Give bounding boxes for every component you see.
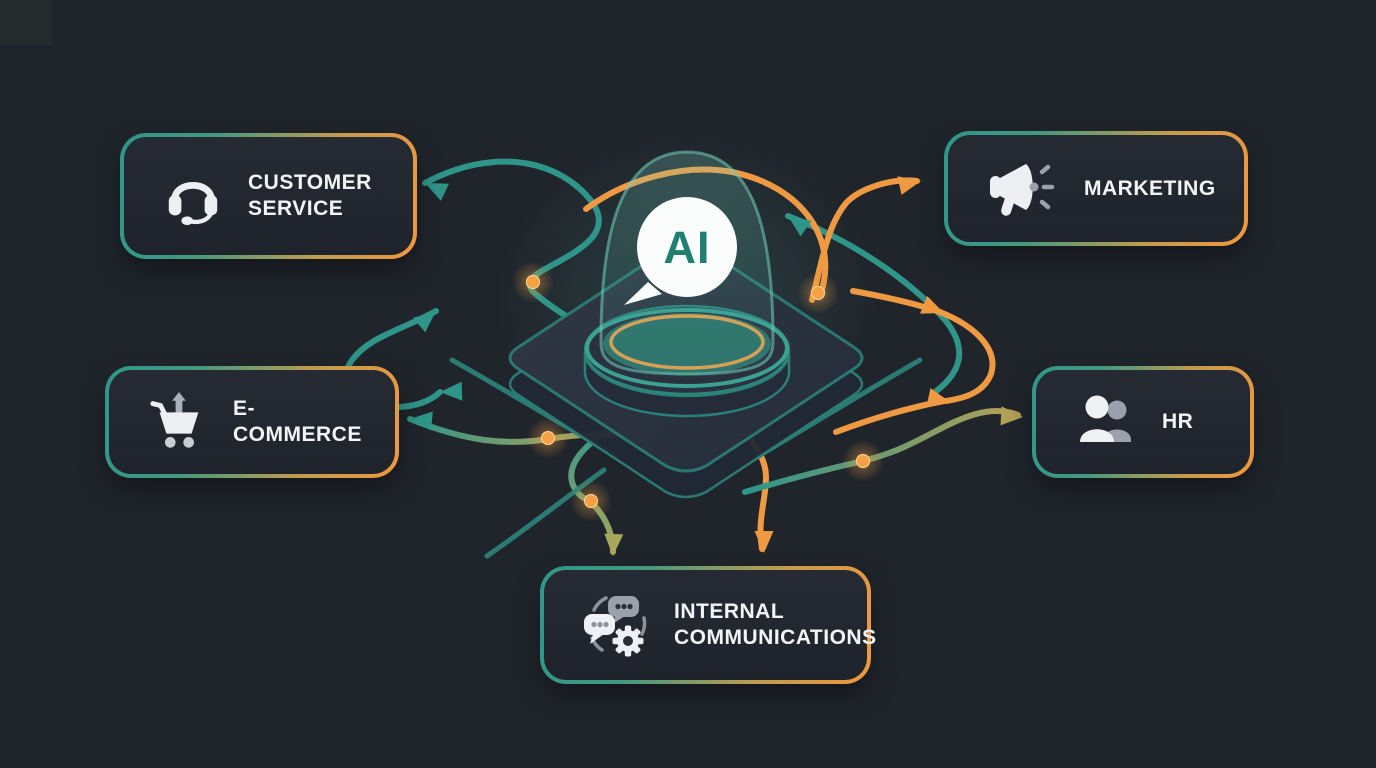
people-icon bbox=[1074, 394, 1138, 450]
node-e-commerce-inner: E-COMMERCE bbox=[109, 370, 395, 474]
megaphone-icon bbox=[986, 158, 1060, 220]
chat-gear-icon bbox=[582, 592, 650, 658]
connection-node bbox=[527, 417, 569, 459]
node-label: CUSTOMER SERVICE bbox=[248, 171, 372, 220]
node-label: HR bbox=[1162, 410, 1194, 434]
connection-node bbox=[797, 272, 839, 314]
node-internal-communications: INTERNAL COMMUNICATIONS bbox=[540, 566, 876, 684]
arrow-to-ecommerce-upper bbox=[440, 381, 463, 401]
ai-label: AI bbox=[664, 222, 711, 273]
connection-nodes bbox=[512, 261, 884, 522]
ai-speech-bubble bbox=[637, 197, 737, 297]
node-label: MARKETING bbox=[1084, 176, 1216, 200]
connection-node bbox=[570, 480, 612, 522]
arrow-into-hub bbox=[788, 216, 812, 237]
headset-icon bbox=[162, 165, 224, 227]
shopping-cart-icon bbox=[147, 391, 209, 453]
arrow-to-hr bbox=[1000, 406, 1023, 426]
ai-dome-group: AI bbox=[599, 150, 775, 376]
node-marketing-inner: MARKETING bbox=[948, 135, 1244, 242]
arrow-to-marketing bbox=[897, 176, 921, 195]
node-hr-inner: HR bbox=[1036, 370, 1250, 474]
node-internal-communications-inner: INTERNAL COMMUNICATIONS bbox=[544, 570, 876, 680]
pedestal-side bbox=[583, 351, 791, 418]
node-marketing: MARKETING bbox=[944, 131, 1248, 246]
node-label: INTERNAL COMMUNICATIONS bbox=[674, 600, 877, 649]
connection-node bbox=[512, 261, 554, 303]
arrow-to-internal-left bbox=[604, 533, 624, 556]
arrow-to-ecommerce-lower bbox=[410, 411, 433, 431]
connector-marketing bbox=[809, 177, 920, 303]
connector-hr bbox=[742, 408, 1021, 495]
arrow-loop-up bbox=[413, 311, 436, 333]
node-e-commerce: E-COMMERCE bbox=[105, 366, 399, 478]
connector-customer-service bbox=[422, 158, 637, 357]
connection-node bbox=[842, 440, 884, 482]
connector-right-curve bbox=[937, 309, 996, 404]
node-customer-service-inner: CUSTOMER SERVICE bbox=[124, 137, 413, 255]
arrow-right-lower bbox=[926, 388, 950, 407]
circuit-line-bottom-left bbox=[484, 467, 607, 559]
corner-patch bbox=[0, 0, 52, 45]
arrow-to-customer-service bbox=[425, 183, 449, 201]
arrowheads bbox=[410, 176, 1023, 556]
arrow-right-upper bbox=[920, 295, 944, 314]
node-customer-service: CUSTOMER SERVICE bbox=[120, 133, 417, 259]
node-hr: HR bbox=[1032, 366, 1254, 478]
node-label: E-COMMERCE bbox=[233, 397, 362, 446]
arrow-to-internal-right bbox=[754, 531, 774, 553]
ai-speech-bubble-tail bbox=[624, 282, 662, 305]
